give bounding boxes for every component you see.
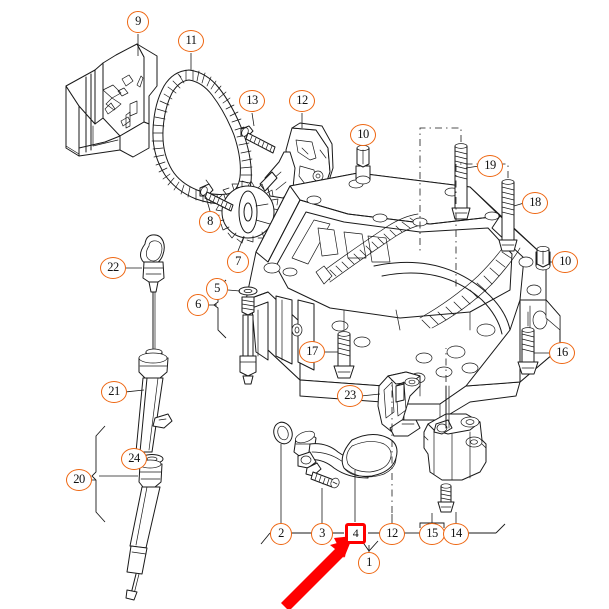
callout-2[interactable]: 2 [270, 523, 292, 545]
part-bolt-6 [213, 279, 257, 385]
callout-6[interactable]: 6 [187, 294, 209, 316]
callout-19[interactable]: 19 [477, 155, 503, 177]
callout-4-highlighted[interactable]: 4 [345, 523, 366, 544]
callout-16[interactable]: 16 [549, 342, 575, 364]
callout-17[interactable]: 17 [299, 341, 325, 363]
part-dipstick-tube-upper [135, 352, 173, 453]
callout-5[interactable]: 5 [206, 278, 228, 300]
part-dowel-sleeve-top [356, 145, 370, 168]
part-o-ring-2 [273, 421, 293, 445]
part-bolt-13 [240, 125, 276, 154]
part-chain-sprocket [199, 180, 281, 244]
part-oil-pump [423, 348, 487, 481]
part-chain-cover [65, 43, 158, 158]
part-oil-baffle [377, 371, 421, 437]
callout-7[interactable]: 7 [227, 251, 249, 273]
callout-22[interactable]: 22 [100, 257, 126, 279]
callout-15[interactable]: 15 [419, 523, 445, 545]
part-dowel-sleeve-right [536, 246, 550, 268]
callout-8[interactable]: 8 [199, 211, 221, 233]
part-bolt-3 [305, 462, 340, 489]
part-oil-pan-assembly [245, 165, 561, 421]
callout-20[interactable]: 20 [66, 469, 92, 491]
part-drive-chain [151, 69, 253, 206]
callout-10[interactable]: 10 [350, 124, 376, 146]
callout-18[interactable]: 18 [522, 192, 548, 214]
callout-24[interactable]: 24 [121, 448, 147, 470]
part-bolt-17 [333, 309, 355, 379]
callout-9[interactable]: 9 [127, 11, 149, 33]
callout-12[interactable]: 12 [289, 90, 315, 112]
callout-21[interactable]: 21 [101, 381, 127, 403]
callout-13[interactable]: 13 [239, 90, 265, 112]
callout-10[interactable]: 10 [552, 251, 578, 273]
callout-14[interactable]: 14 [443, 523, 469, 545]
part-oil-dipstick [140, 234, 165, 365]
callout-3[interactable]: 3 [311, 523, 333, 545]
part-long-bolt-18 [455, 163, 518, 290]
callout-11[interactable]: 11 [178, 30, 204, 52]
part-bolt-15 [437, 483, 455, 513]
callout-23[interactable]: 23 [337, 385, 363, 407]
leader-lines [90, 34, 554, 552]
callout-1[interactable]: 1 [358, 552, 380, 574]
part-long-bolt-19 [419, 127, 471, 254]
part-seal-ring-5 [238, 286, 258, 296]
part-oil-suction-pipe [293, 430, 398, 479]
part-bolt-16 [517, 311, 539, 375]
part-dipstick-tube-lower [91, 425, 163, 601]
callout-12[interactable]: 12 [379, 523, 405, 545]
